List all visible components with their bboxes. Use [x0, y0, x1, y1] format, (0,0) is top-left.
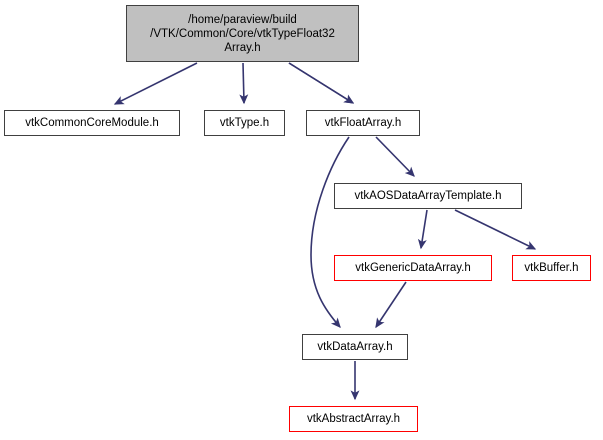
- edge-vtkFloatArray-to-vtkDataArray: [310, 136, 350, 328]
- edge-vtkGenericDataArray-to-vtkDataArray: [375, 281, 407, 329]
- edge-vtkAOSDataArrayTemplate-to-vtkBuffer: [454, 209, 537, 250]
- edge-vtkFloatArray-to-vtkAOSDataArrayTemplate: [375, 136, 415, 177]
- edge-root-to-vtkType: [239, 62, 249, 105]
- node-vtkAOSDataArrayTemplate[interactable]: vtkAOSDataArrayTemplate.h: [334, 183, 522, 209]
- node-label-vtkType: vtkType.h: [219, 117, 270, 129]
- node-label-vtkAOSDataArrayTemplate: vtkAOSDataArrayTemplate.h: [354, 190, 502, 202]
- node-vtkAbstractArray[interactable]: vtkAbstractArray.h: [289, 406, 418, 432]
- node-label-vtkDataArray: vtkDataArray.h: [317, 341, 393, 353]
- node-vtkCommonCoreModule[interactable]: vtkCommonCoreModule.h: [4, 110, 180, 136]
- node-root[interactable]: /home/paraview/build /VTK/Common/Core/vt…: [126, 5, 359, 62]
- node-vtkDataArray[interactable]: vtkDataArray.h: [302, 334, 408, 360]
- edge-root-to-vtkFloatArray-2: [288, 62, 355, 104]
- node-vtkGenericDataArray[interactable]: vtkGenericDataArray.h: [334, 255, 492, 281]
- node-label-root: /home/paraview/build /VTK/Common/Core/vt…: [150, 14, 335, 54]
- node-label-vtkGenericDataArray: vtkGenericDataArray.h: [355, 262, 471, 274]
- edge-root-to-vtkFloatArray: [288, 62, 355, 104]
- node-vtkBuffer[interactable]: vtkBuffer.h: [512, 255, 591, 281]
- edge-root-to-vtkCommonCoreModule: [113, 62, 198, 105]
- node-label-vtkAbstractArray: vtkAbstractArray.h: [306, 413, 401, 425]
- node-vtkType[interactable]: vtkType.h: [204, 110, 285, 136]
- edge-vtkAOSDataArrayTemplate-to-vtkGenericDataArray: [417, 209, 428, 250]
- node-label-vtkBuffer: vtkBuffer.h: [524, 262, 579, 274]
- node-vtkFloatArray[interactable]: vtkFloatArray.h: [306, 110, 420, 136]
- node-label-vtkCommonCoreModule: vtkCommonCoreModule.h: [25, 117, 159, 129]
- node-label-vtkFloatArray: vtkFloatArray.h: [324, 117, 402, 129]
